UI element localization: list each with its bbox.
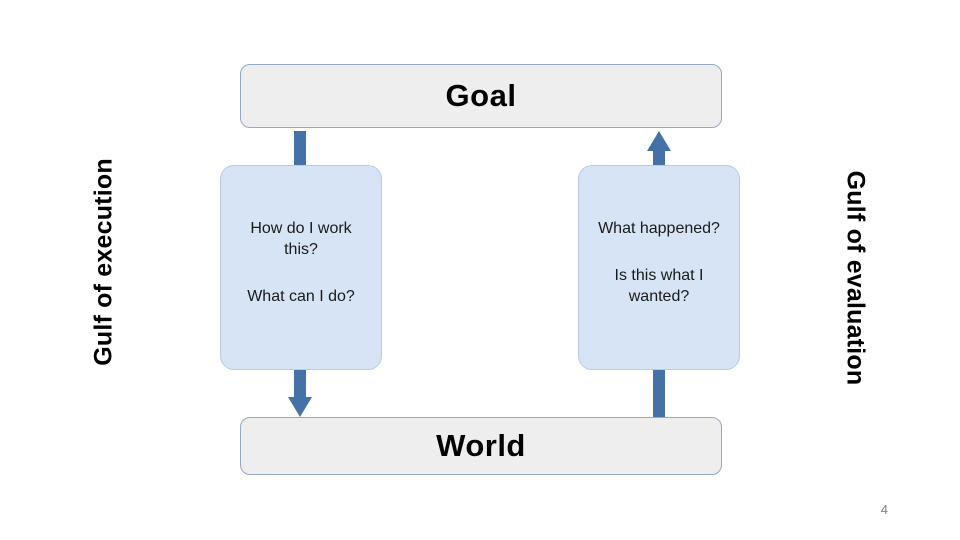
arrow-shaft bbox=[294, 370, 306, 399]
page-number: 4 bbox=[880, 502, 888, 517]
arrow-head-up-icon bbox=[647, 131, 671, 151]
arrow-world-to-evaluation bbox=[653, 370, 665, 417]
world-box-label: World bbox=[436, 428, 526, 463]
execution-question-2: What can I do? bbox=[247, 288, 355, 306]
goal-box: Goal bbox=[240, 64, 722, 128]
evaluation-question-box: What happened? Is this what I wanted? bbox=[578, 165, 740, 370]
execution-question-1: How do I work this? bbox=[250, 220, 352, 259]
goal-box-label: Goal bbox=[445, 78, 517, 113]
evaluation-question-1: What happened? bbox=[598, 220, 720, 237]
arrow-shaft bbox=[653, 147, 665, 169]
arrow-head-down-icon bbox=[288, 397, 312, 417]
arrow-execution-to-world bbox=[288, 370, 312, 417]
arrow-shaft bbox=[294, 131, 306, 165]
evaluation-question-2: Is this what I wanted? bbox=[614, 267, 704, 306]
world-box: World bbox=[240, 417, 722, 475]
label-gulf-of-evaluation: Gulf of evaluation bbox=[841, 170, 870, 386]
arrow-goal-to-execution bbox=[294, 131, 306, 165]
execution-question-box: How do I work this? What can I do? bbox=[220, 165, 382, 370]
arrow-shaft bbox=[653, 370, 665, 417]
arrow-evaluation-to-goal bbox=[647, 131, 671, 169]
label-gulf-of-execution: Gulf of execution bbox=[89, 158, 118, 366]
